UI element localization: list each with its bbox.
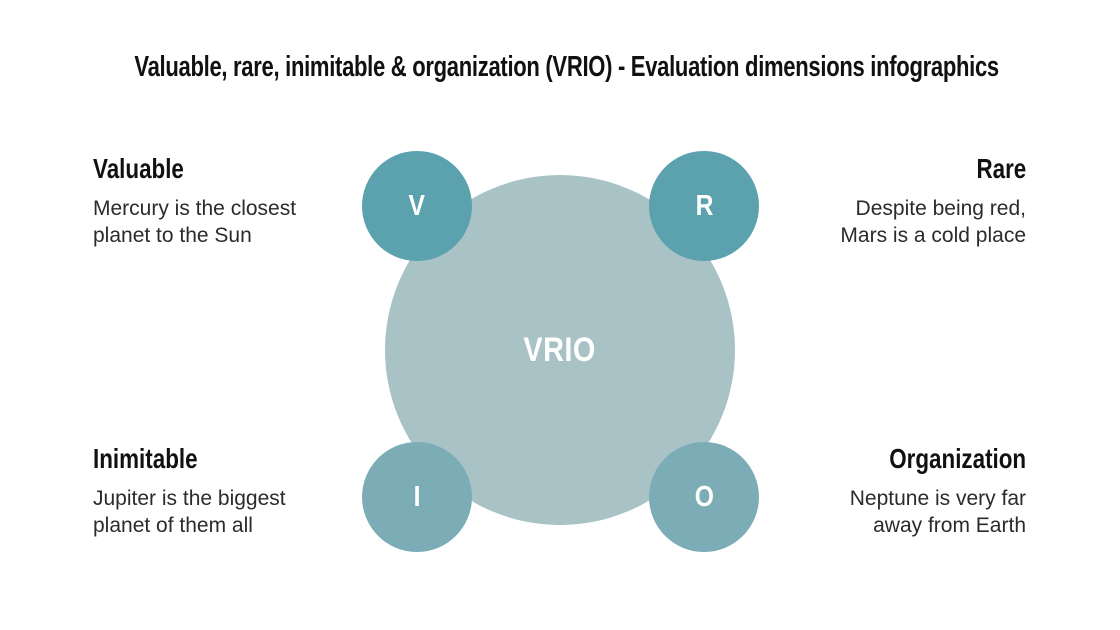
circle-letter-o: O bbox=[694, 480, 714, 513]
page-title: Valuable, rare, inimitable & organizatio… bbox=[134, 51, 999, 83]
info-heading-inimitable: Inimitable bbox=[93, 443, 198, 474]
circle-node-inimitable: I bbox=[362, 442, 472, 552]
info-heading-organization: Organization bbox=[889, 443, 1026, 474]
circle-node-rare: R bbox=[649, 151, 759, 261]
info-description-valuable: Mercury is the closest planet to the Sun bbox=[93, 197, 297, 247]
vrio-center-label: VRIO bbox=[523, 330, 597, 369]
info-block-inimitable: Inimitable Jupiter is the biggest planet… bbox=[93, 443, 373, 539]
circle-letter-v: V bbox=[408, 189, 426, 222]
info-description-rare: Despite being red, Mars is a cold place bbox=[840, 197, 1026, 247]
circle-node-organization: O bbox=[649, 442, 759, 552]
info-block-organization: Organization Neptune is very far away fr… bbox=[746, 443, 1026, 539]
circle-letter-i: I bbox=[413, 480, 421, 513]
info-description-organization: Neptune is very far away from Earth bbox=[849, 487, 1026, 537]
info-block-valuable: Valuable Mercury is the closest planet t… bbox=[93, 153, 373, 249]
info-heading-valuable: Valuable bbox=[93, 153, 184, 184]
circle-node-valuable: V bbox=[362, 151, 472, 261]
info-block-rare: Rare Despite being red, Mars is a cold p… bbox=[746, 153, 1026, 249]
info-heading-rare: Rare bbox=[976, 153, 1026, 184]
circle-letter-r: R bbox=[695, 189, 713, 222]
info-description-inimitable: Jupiter is the biggest planet of them al… bbox=[93, 487, 286, 537]
